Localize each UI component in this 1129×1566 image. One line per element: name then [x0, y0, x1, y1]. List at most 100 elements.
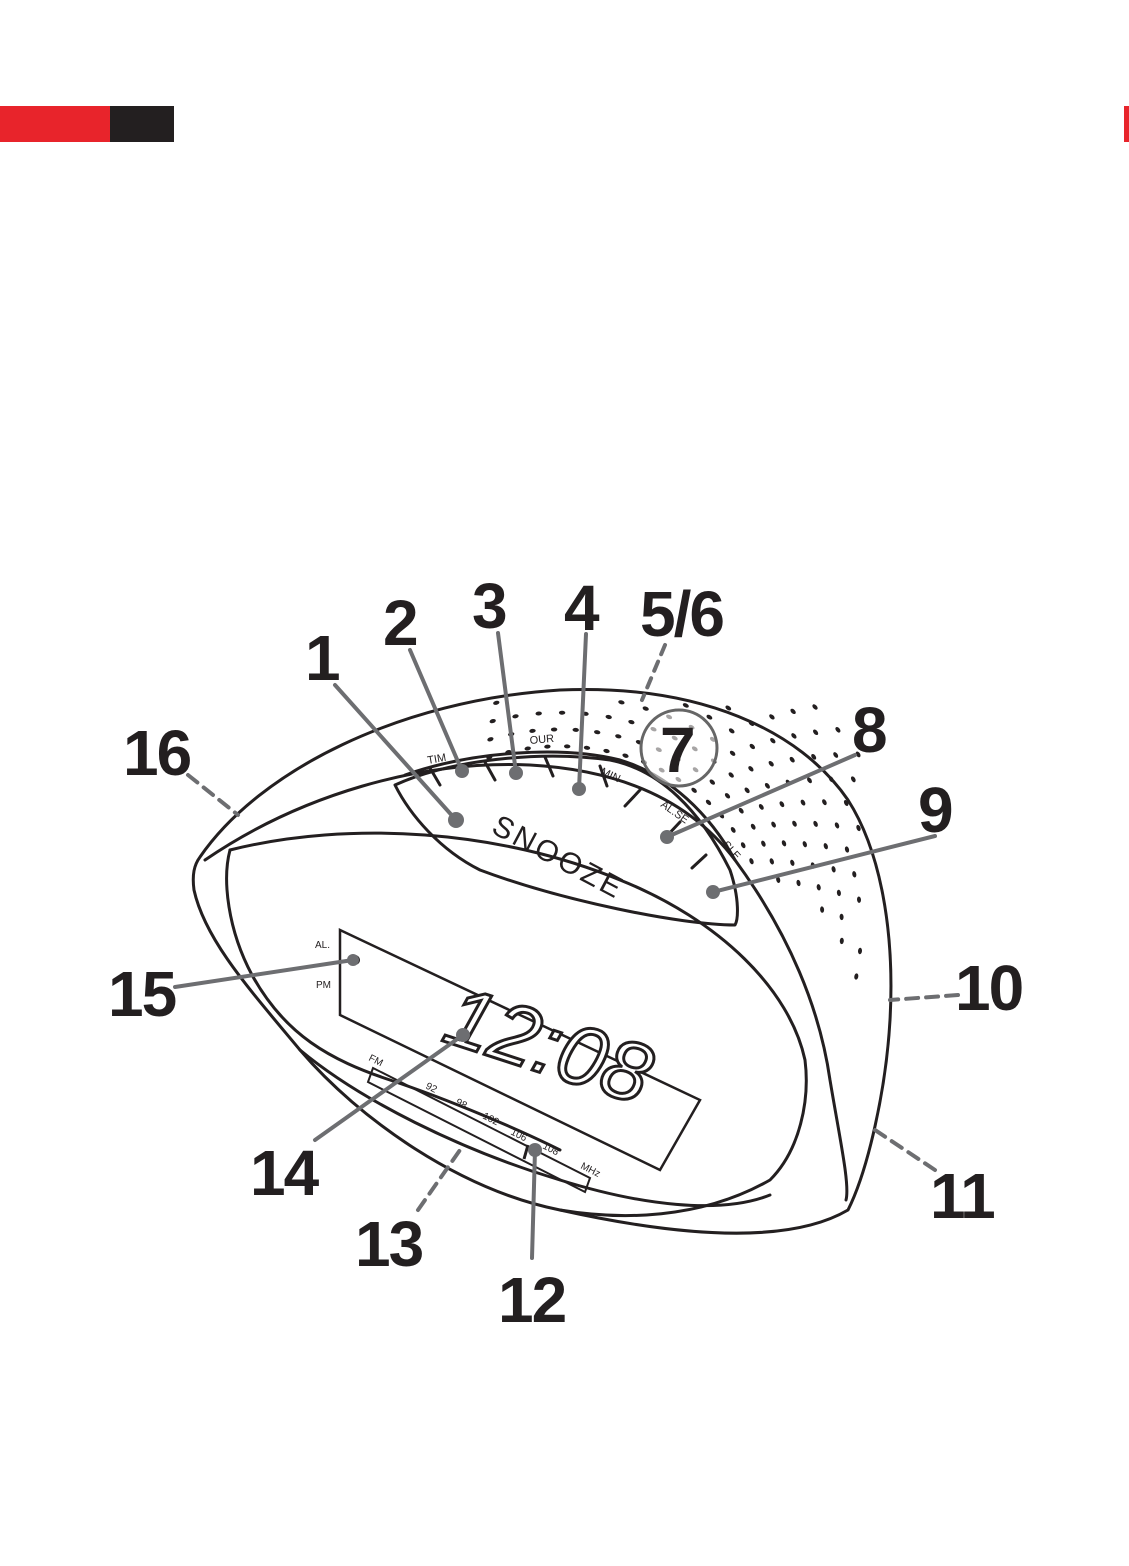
callout-2: 2 — [383, 587, 417, 659]
callout-13: 13 — [355, 1208, 423, 1280]
grille-hole — [834, 822, 840, 829]
grille-hole — [744, 787, 751, 794]
callout-1: 1 — [305, 622, 339, 694]
grille-hole — [768, 713, 775, 720]
grille-hole — [642, 706, 649, 712]
grille-hole — [493, 700, 500, 705]
callout-8: 8 — [852, 694, 886, 766]
grille-hole — [791, 820, 797, 828]
grille-hole — [816, 884, 821, 891]
grille-hole — [706, 714, 714, 721]
grille-hole — [628, 719, 635, 725]
grille-hole — [724, 792, 731, 799]
grille-hole — [857, 896, 862, 903]
grille-hole — [535, 711, 542, 716]
button-label-hour: OUR — [529, 733, 554, 747]
grille-hole — [551, 727, 558, 731]
indicator-pm-label: PM — [316, 980, 331, 991]
grille-hole — [796, 879, 801, 886]
grille-hole — [790, 732, 797, 739]
tuning-mark-102: 102 — [481, 1111, 501, 1129]
grille-hole — [840, 938, 844, 945]
callout-10: 10 — [955, 952, 1022, 1024]
button-label-min: MIN — [599, 766, 622, 785]
callout-16: 16 — [123, 717, 191, 789]
grille-hole — [836, 889, 841, 896]
grille-hole — [730, 826, 737, 834]
grille-hole — [831, 866, 836, 873]
grille-hole — [618, 700, 625, 705]
grille-hole — [844, 846, 850, 853]
grille-hole — [740, 841, 746, 849]
grille-hole — [779, 800, 786, 808]
grille-hole — [572, 728, 579, 732]
grille-hole — [764, 782, 771, 790]
grille-hole — [709, 778, 716, 785]
grille-hole — [812, 820, 818, 827]
grille-hole — [812, 729, 819, 736]
grille-hole — [832, 751, 839, 759]
lcd-display: 12:08 AL. PM — [315, 930, 700, 1170]
grille-hole — [738, 807, 745, 815]
grille-hole — [690, 787, 697, 794]
grille-hole — [769, 858, 775, 865]
grille-hole — [770, 821, 777, 829]
grille-hole — [823, 843, 829, 850]
grille-hole — [512, 714, 519, 719]
grille-hole — [839, 914, 843, 921]
callout-7: 7 — [660, 714, 694, 786]
grille-hole — [781, 840, 787, 847]
tuning-mark-108: 108 — [541, 1141, 561, 1159]
grille-hole — [728, 727, 736, 734]
grille-hole — [858, 948, 863, 955]
grille-hole — [850, 776, 857, 784]
grille-hole — [529, 729, 536, 734]
grille-hole — [749, 743, 756, 750]
grille-hole — [564, 744, 571, 748]
grille-hole — [760, 840, 766, 847]
grille-hole — [750, 823, 757, 831]
grille-hole — [489, 718, 496, 724]
callout-14: 14 — [250, 1137, 320, 1209]
grille-hole — [487, 736, 494, 742]
grille-hole — [854, 973, 859, 980]
indicator-al-label: AL. — [315, 940, 330, 951]
grille-hole — [800, 799, 807, 807]
grille-hole — [768, 760, 775, 767]
snooze-button-label: SNOOZE — [487, 809, 630, 906]
callout-3: 3 — [472, 570, 506, 642]
grille-hole — [789, 859, 795, 866]
grille-hole — [728, 771, 735, 778]
grille-hole — [789, 708, 796, 715]
grille-hole — [603, 748, 610, 753]
grille-hole — [747, 765, 754, 772]
grille-hole — [622, 753, 629, 759]
grille-hole — [594, 730, 601, 735]
grille-hole — [820, 906, 825, 913]
grille-hole — [802, 840, 808, 847]
grille-hole — [758, 803, 765, 811]
grille-hole — [811, 703, 818, 710]
grille-hole — [748, 857, 754, 864]
grille-hole — [605, 714, 612, 719]
grille-hole — [729, 750, 736, 757]
callout-15: 15 — [108, 958, 176, 1030]
tuning-fm-label: FM — [367, 1053, 385, 1069]
grille-hole — [615, 734, 622, 740]
tuning-mark-106: 106 — [509, 1127, 529, 1145]
grille-hole — [789, 756, 796, 763]
callout-12: 12 — [498, 1264, 566, 1336]
callout-11: 11 — [930, 1160, 994, 1232]
grille-hole — [559, 711, 565, 715]
grille-hole — [852, 871, 857, 878]
grille-hole — [584, 745, 591, 750]
callout-4: 4 — [564, 572, 600, 644]
grille-hole — [834, 726, 841, 733]
callout-5-6: 5/6 — [640, 578, 723, 650]
grille-hole — [821, 798, 828, 806]
grille-hole — [705, 799, 712, 806]
callout-9: 9 — [918, 774, 952, 846]
grille-hole — [769, 737, 776, 744]
